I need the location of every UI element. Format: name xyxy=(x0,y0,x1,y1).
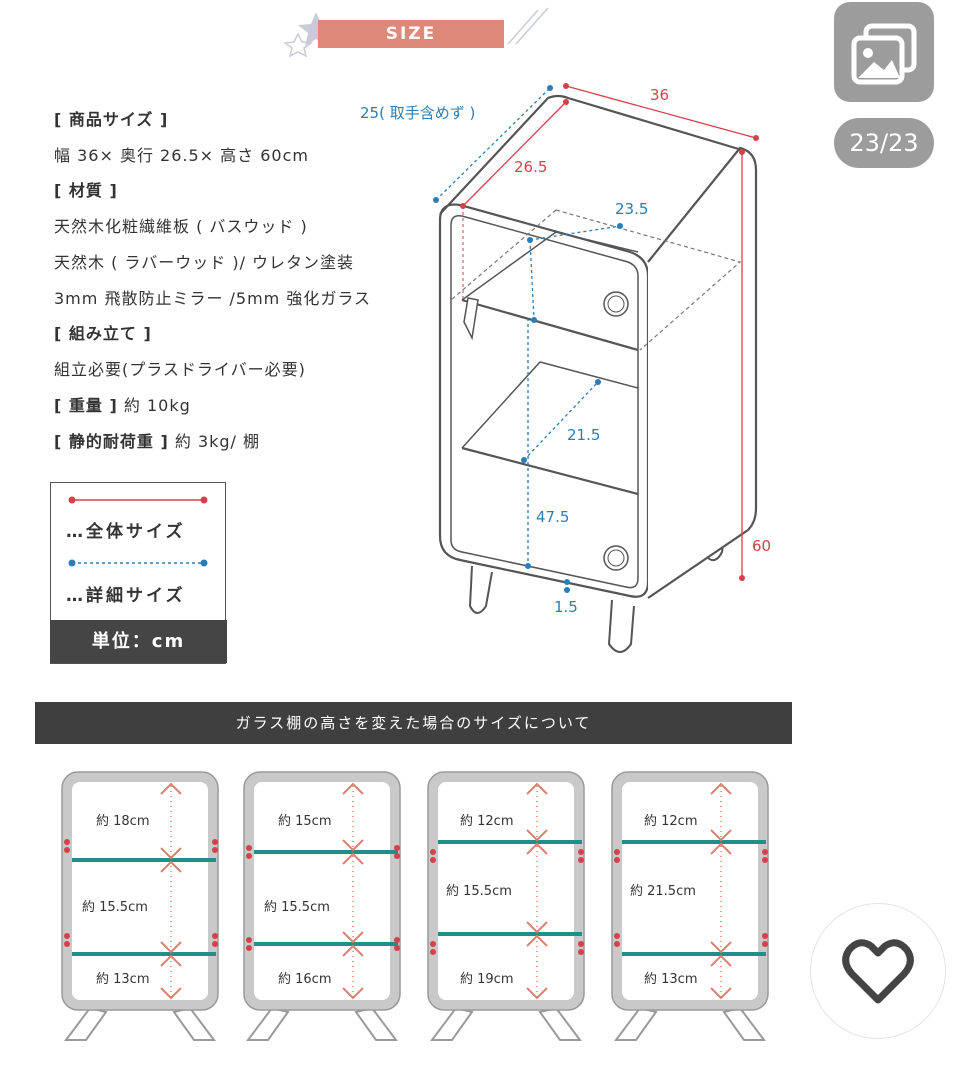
spec-load: [ 静的耐荷重 ] 約 3kg/ 棚 xyxy=(54,432,261,451)
legend-detail-label: …詳細サイズ xyxy=(66,586,186,606)
section-title: ガラス棚の高さを変えた場合のサイズについて xyxy=(35,702,792,744)
legend-lines xyxy=(68,496,208,567)
dim-inner-depth: 23.5 xyxy=(615,200,649,218)
favorite-button[interactable] xyxy=(810,903,946,1039)
dim-upper-shelf-depth: 21.5 xyxy=(567,426,601,444)
size-banner xyxy=(318,20,504,48)
variant-3-bottom: 約 19cm xyxy=(460,972,514,987)
heart-icon xyxy=(842,939,914,1004)
cabinet-diagram xyxy=(433,83,759,653)
variant-3-middle: 約 15.5cm xyxy=(446,884,512,899)
dim-inner-height: 47.5 xyxy=(536,508,570,526)
dim-depth-with-handle: 25( 取手含めず ) xyxy=(360,104,476,122)
variant-4-bottom: 約 13cm xyxy=(644,972,698,987)
image-counter: 23/23 xyxy=(834,118,934,168)
variant-3-top: 約 12cm xyxy=(460,814,514,829)
variant-1-middle: 約 15.5cm xyxy=(82,900,148,915)
size-banner-label: SIZE xyxy=(385,24,437,44)
dim-bottom-thickness: 1.5 xyxy=(554,598,578,616)
dim-depth: 26.5 xyxy=(514,158,548,176)
gallery-button[interactable] xyxy=(834,2,934,102)
legend-overall-label: …全体サイズ xyxy=(66,522,186,542)
spec-material-line3: 3mm 飛散防止ミラー /5mm 強化ガラス xyxy=(54,289,372,308)
spec-product-size-value: 幅 36× 奥行 26.5× 高さ 60cm xyxy=(54,146,309,165)
variant-1-bottom: 約 13cm xyxy=(96,972,150,987)
legend-unit-label: 単位：cm xyxy=(50,620,227,663)
variant-4-middle: 約 21.5cm xyxy=(630,884,696,899)
variant-4-top: 約 12cm xyxy=(644,814,698,829)
spec-material-line2: 天然木 ( ラバーウッド )/ ウレタン塗装 xyxy=(54,253,355,272)
variant-2-middle: 約 15.5cm xyxy=(264,900,330,915)
variant-1-top: 約 18cm xyxy=(96,814,150,829)
spec-assembly-heading: [ 組み立て ] xyxy=(54,324,152,343)
gallery-icon xyxy=(851,23,917,85)
variant-2-top: 約 15cm xyxy=(278,814,332,829)
spec-material-heading: [ 材質 ] xyxy=(54,181,118,200)
spec-assembly-value: 組立必要(プラスドライバー必要) xyxy=(54,360,306,379)
dim-width: 36 xyxy=(650,86,670,104)
spec-material-line1: 天然木化粧繊維板 ( バスウッド ) xyxy=(54,217,308,236)
shelf-variants xyxy=(61,771,769,1041)
variant-2-bottom: 約 16cm xyxy=(278,972,332,987)
spec-weight: [ 重量 ] 約 10kg xyxy=(54,396,191,415)
dim-height: 60 xyxy=(752,537,772,555)
spec-product-size-heading: [ 商品サイズ ] xyxy=(54,110,169,129)
